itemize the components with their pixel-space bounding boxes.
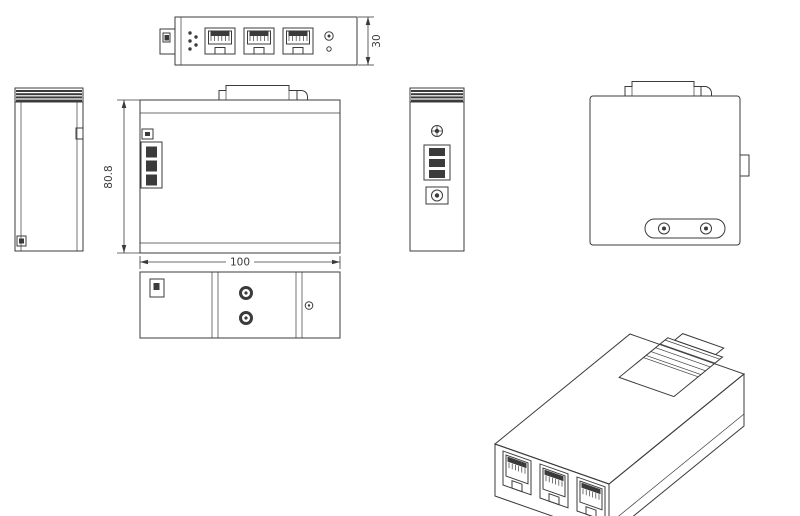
small-connector [141, 128, 154, 140]
view-side-right [409, 87, 465, 252]
dimension-30: 30 [358, 16, 383, 66]
terminal-block [423, 144, 451, 181]
front-outline [139, 99, 341, 254]
bottom-outline [139, 271, 341, 339]
rj45-port [502, 450, 532, 496]
din-rail-clip [618, 333, 725, 398]
ground-screw [431, 125, 443, 137]
screw-boss [239, 286, 253, 300]
view-front [139, 85, 341, 254]
iso-right-face [608, 372, 745, 516]
view-bottom [139, 271, 341, 339]
top-outline [174, 16, 358, 66]
dimension-80-8: 80.8 [103, 99, 140, 254]
rj45-port [243, 27, 275, 55]
rj45-port [539, 463, 569, 509]
screw [658, 222, 670, 235]
screw [700, 222, 712, 235]
view-rear [589, 81, 750, 246]
screw-boss [239, 311, 253, 325]
small-hole [304, 301, 314, 310]
din-cap [409, 87, 465, 103]
grooves [211, 272, 303, 338]
cap-stripes [411, 90, 463, 102]
rj45-port [204, 27, 236, 55]
side-left-outline [14, 87, 84, 252]
din-rail-clip [624, 81, 712, 96]
corner-detail [16, 235, 27, 247]
view-isometric [493, 333, 746, 516]
din-rail-clip [218, 85, 308, 100]
iso-front-face [494, 443, 610, 516]
dimension-100: 100 [139, 256, 341, 269]
dimension-label-front-width: 100 [230, 257, 250, 269]
reset-hole [324, 31, 334, 41]
edge-detail [75, 127, 84, 140]
clip-hatch [645, 339, 720, 375]
rj45-port [576, 476, 606, 516]
dc-power-jack [425, 186, 449, 205]
status-leds [188, 31, 198, 51]
small-hole [326, 46, 332, 52]
terminal-block [140, 141, 163, 189]
side-right-outline [409, 87, 465, 252]
view-side-left [14, 87, 84, 252]
cap-stripes [16, 90, 82, 102]
mounting-slot [644, 218, 726, 239]
din-tab [149, 278, 165, 298]
iso-top-face [493, 333, 746, 485]
side-tab [739, 154, 750, 177]
dimension-label-front-height: 80.8 [103, 165, 115, 188]
view-top [159, 16, 358, 66]
rj45-port [282, 27, 314, 55]
din-cap [14, 87, 84, 103]
dimension-label-top-height: 30 [371, 34, 383, 47]
